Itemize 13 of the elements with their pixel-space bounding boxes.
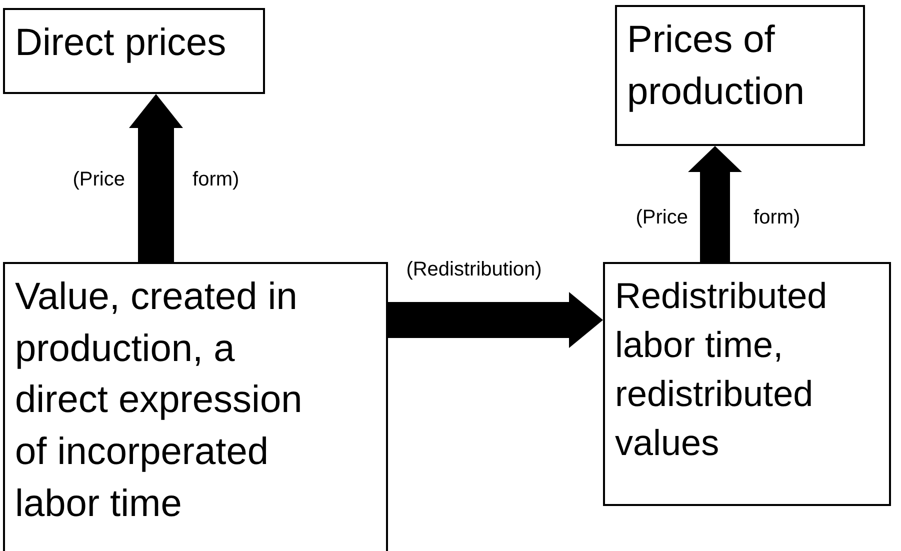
box-text: Value, created in production, a direct expression of incorperated labor time xyxy=(15,275,304,527)
box-text: Redistributed labor time, redistributed values xyxy=(615,274,828,465)
block-arrow xyxy=(388,292,603,348)
box-text: Direct prices xyxy=(15,21,228,66)
text-box xyxy=(3,262,388,551)
edge-label: (Price form) xyxy=(72,168,240,192)
text-box xyxy=(603,262,891,506)
box-text: Prices of production xyxy=(627,18,806,115)
edge-label: (Price form) xyxy=(636,206,800,230)
block-arrow xyxy=(129,94,183,262)
text-box xyxy=(3,8,265,94)
edge-label: (Redistribution) xyxy=(406,258,542,282)
text-box xyxy=(615,5,865,146)
